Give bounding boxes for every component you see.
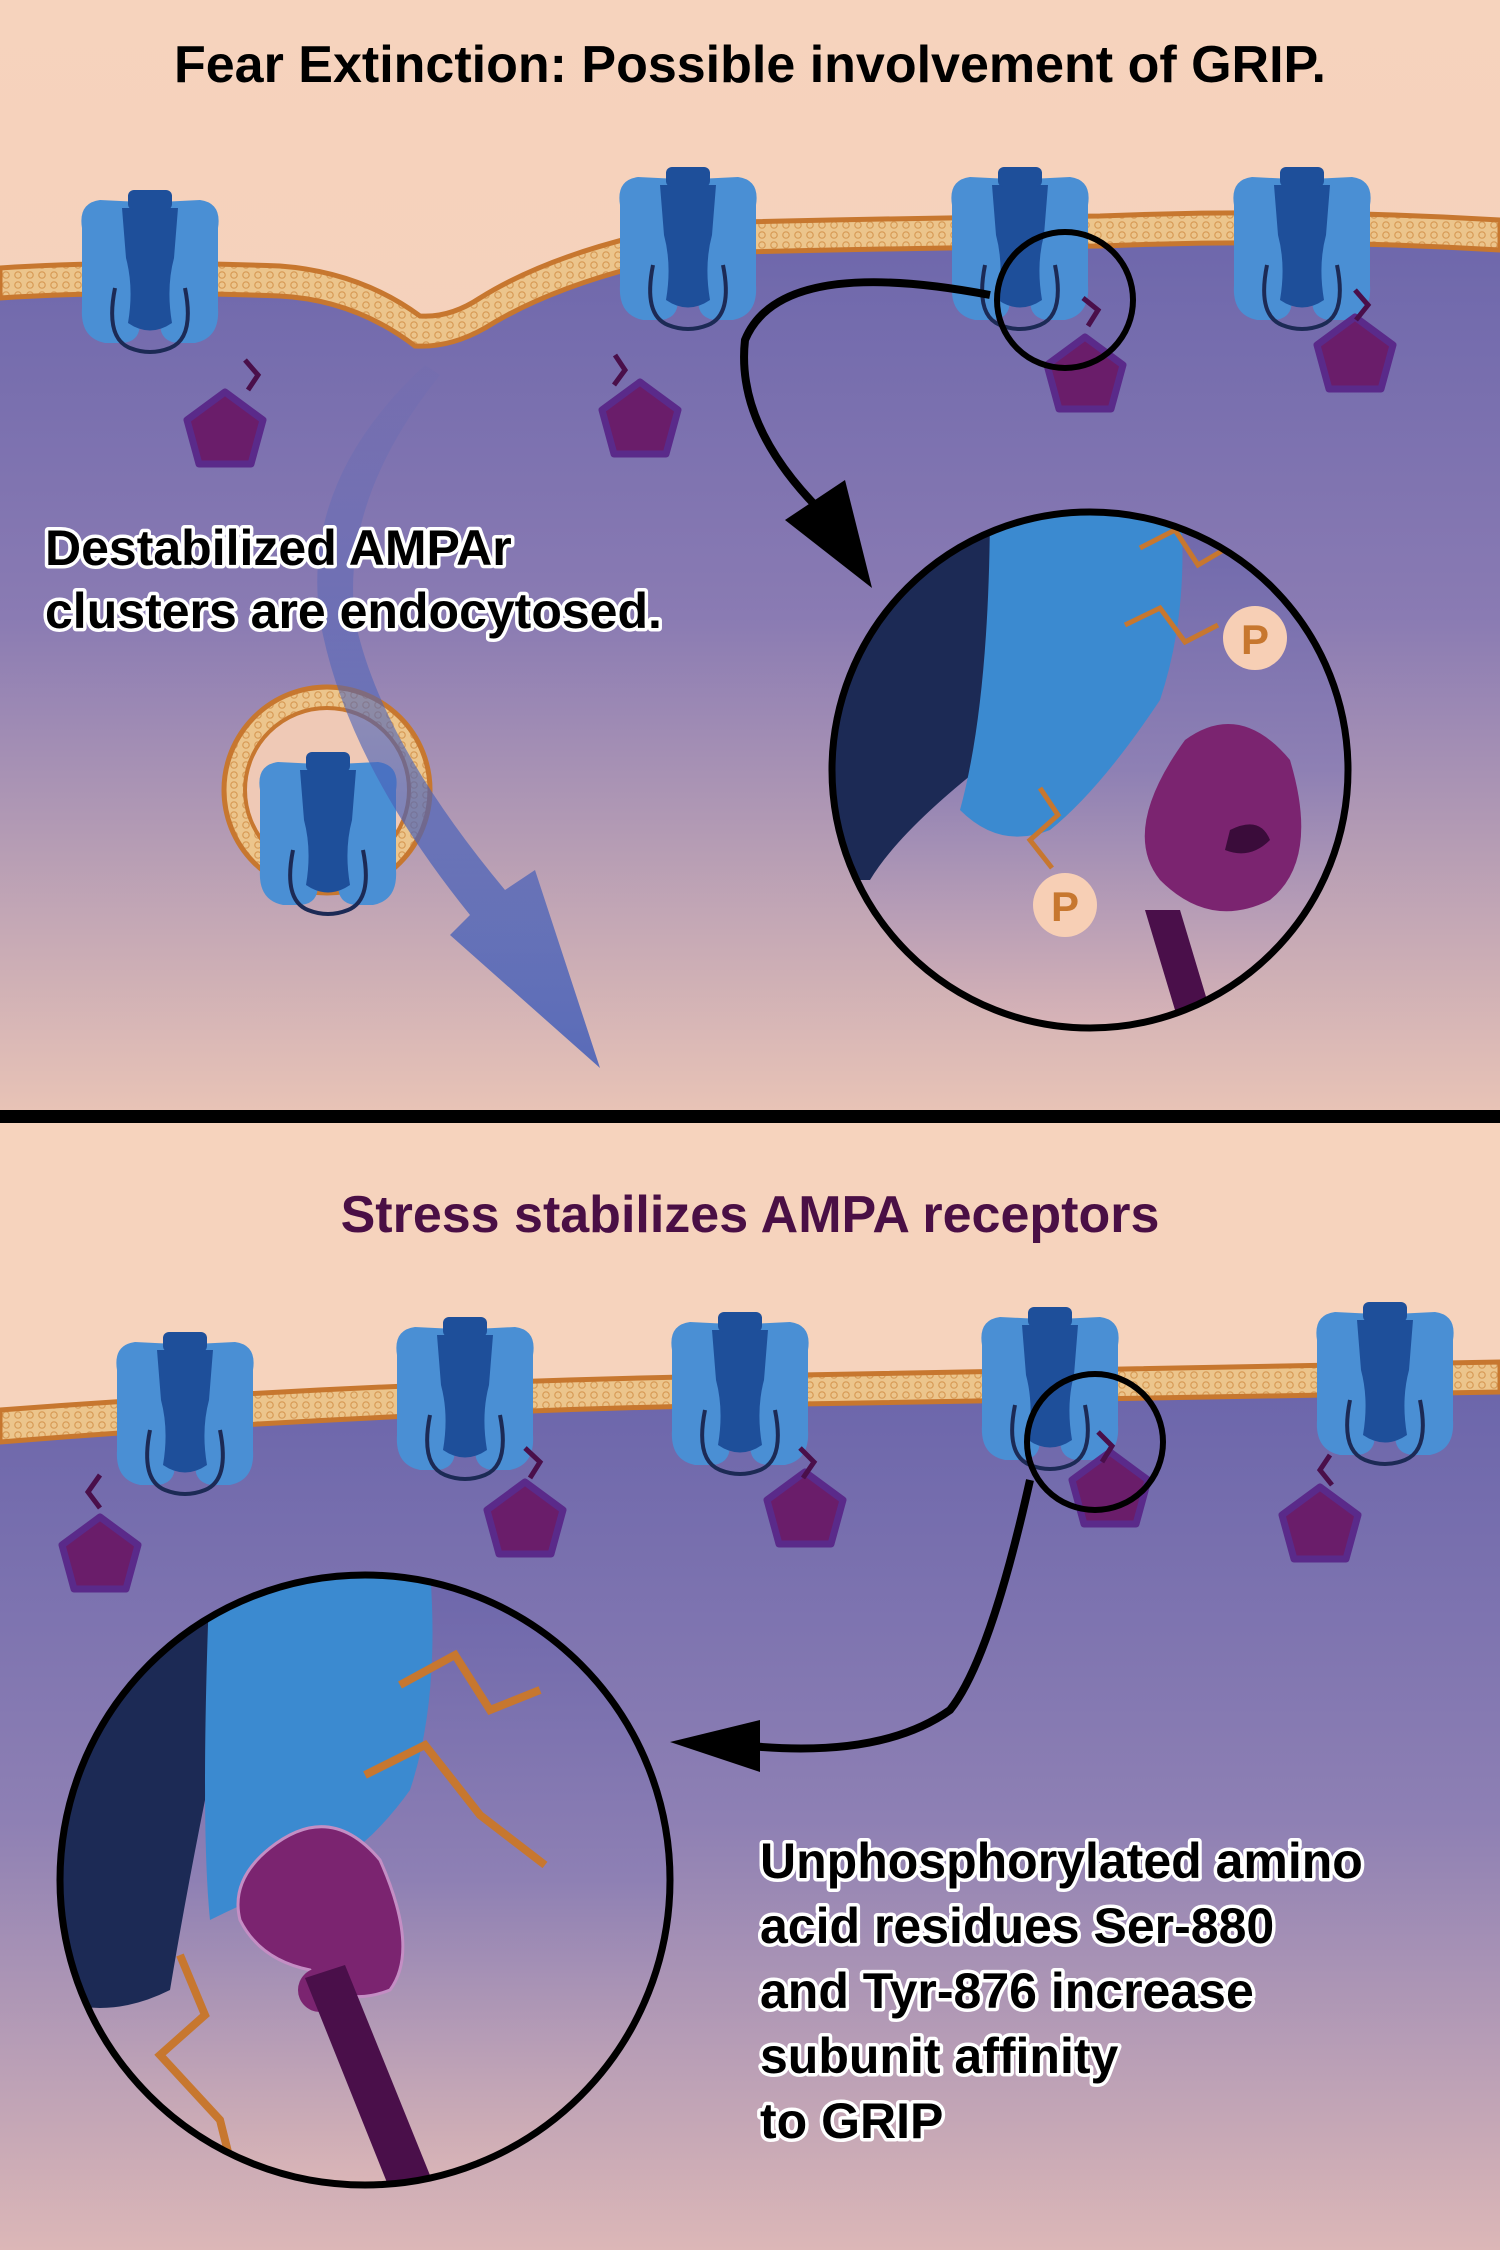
grip-linkers-bottom <box>84 1430 1334 1510</box>
phosphate-group-icon: P <box>1033 873 1097 937</box>
arrow-icon <box>740 278 991 523</box>
bottom-caption-line-5: to GRIP <box>760 2093 943 2149</box>
zoom-detail-top: P P P <box>832 512 1348 1028</box>
svg-text:P: P <box>1051 883 1079 930</box>
ampa-receptor-icon <box>257 750 399 916</box>
ampa-receptor-icon <box>669 1310 811 1476</box>
unphosphorylated-residue-linkers <box>154 1649 548 2161</box>
top-title: Fear Extinction: Possible involvement of… <box>174 36 1326 94</box>
bottom-caption: Unphosphorylated amino acid residues Ser… <box>760 1833 1377 2149</box>
arrow-icon <box>739 1479 1034 1753</box>
top-caption-line-1: Destabilized AMPAr <box>45 520 512 576</box>
ampa-receptor-icon <box>617 165 759 331</box>
svg-text:P: P <box>1241 616 1269 663</box>
endocytosis-arrow-icon <box>317 365 600 1068</box>
bottom-title: Stress stabilizes AMPA receptors <box>341 1186 1160 1244</box>
zoom-lens-frame-bottom <box>56 1571 674 2189</box>
ampa-receptor-icon <box>1314 1300 1456 1466</box>
top-caption: Destabilized AMPAr clusters are endocyto… <box>45 520 662 639</box>
panel-divider <box>0 1110 1500 1123</box>
top-caption-line-2: clusters are endocytosed. <box>45 583 662 639</box>
zoom-lens-icon <box>994 229 1136 371</box>
receptor-light-subunit <box>960 512 1183 837</box>
receptor-light-subunit <box>205 1575 433 1920</box>
kinase-stalk <box>305 1965 440 2185</box>
zoom-lens-frame-top <box>828 508 1352 1032</box>
bottom-caption-line-2: acid residues Ser-880 <box>760 1898 1274 1954</box>
plasma-membrane-top <box>0 210 1500 349</box>
bottom-panel: Stress stabilizes AMPA receptors <box>0 1123 1500 2250</box>
ampa-receptor-icon <box>114 1330 256 1496</box>
grip-pocket <box>1225 824 1270 854</box>
arrow-head-icon <box>785 480 872 588</box>
arrow-head-icon <box>670 1720 760 1772</box>
ampa-receptor-icon <box>79 188 221 354</box>
grip-protein-icon <box>1144 724 1302 912</box>
top-panel: Fear Extinction: Possible involvement of… <box>0 0 1500 1111</box>
bottom-caption-line-3: and Tyr-876 increase <box>760 1963 1254 2019</box>
grip-protein-icon <box>236 1825 405 1999</box>
phosphate-group-icon: P <box>1223 606 1287 670</box>
bottom-caption-line-1: Unphosphorylated amino <box>760 1833 1363 1889</box>
ampa-receptor-icon <box>1231 165 1373 331</box>
bottom-caption-line-4: subunit affinity <box>760 2028 1118 2084</box>
phosphate-linkers <box>1026 526 1234 870</box>
ampa-receptor-icon <box>394 1315 536 1481</box>
grip-linkers <box>243 288 1372 392</box>
zoom-lens-icon <box>1024 1371 1166 1513</box>
